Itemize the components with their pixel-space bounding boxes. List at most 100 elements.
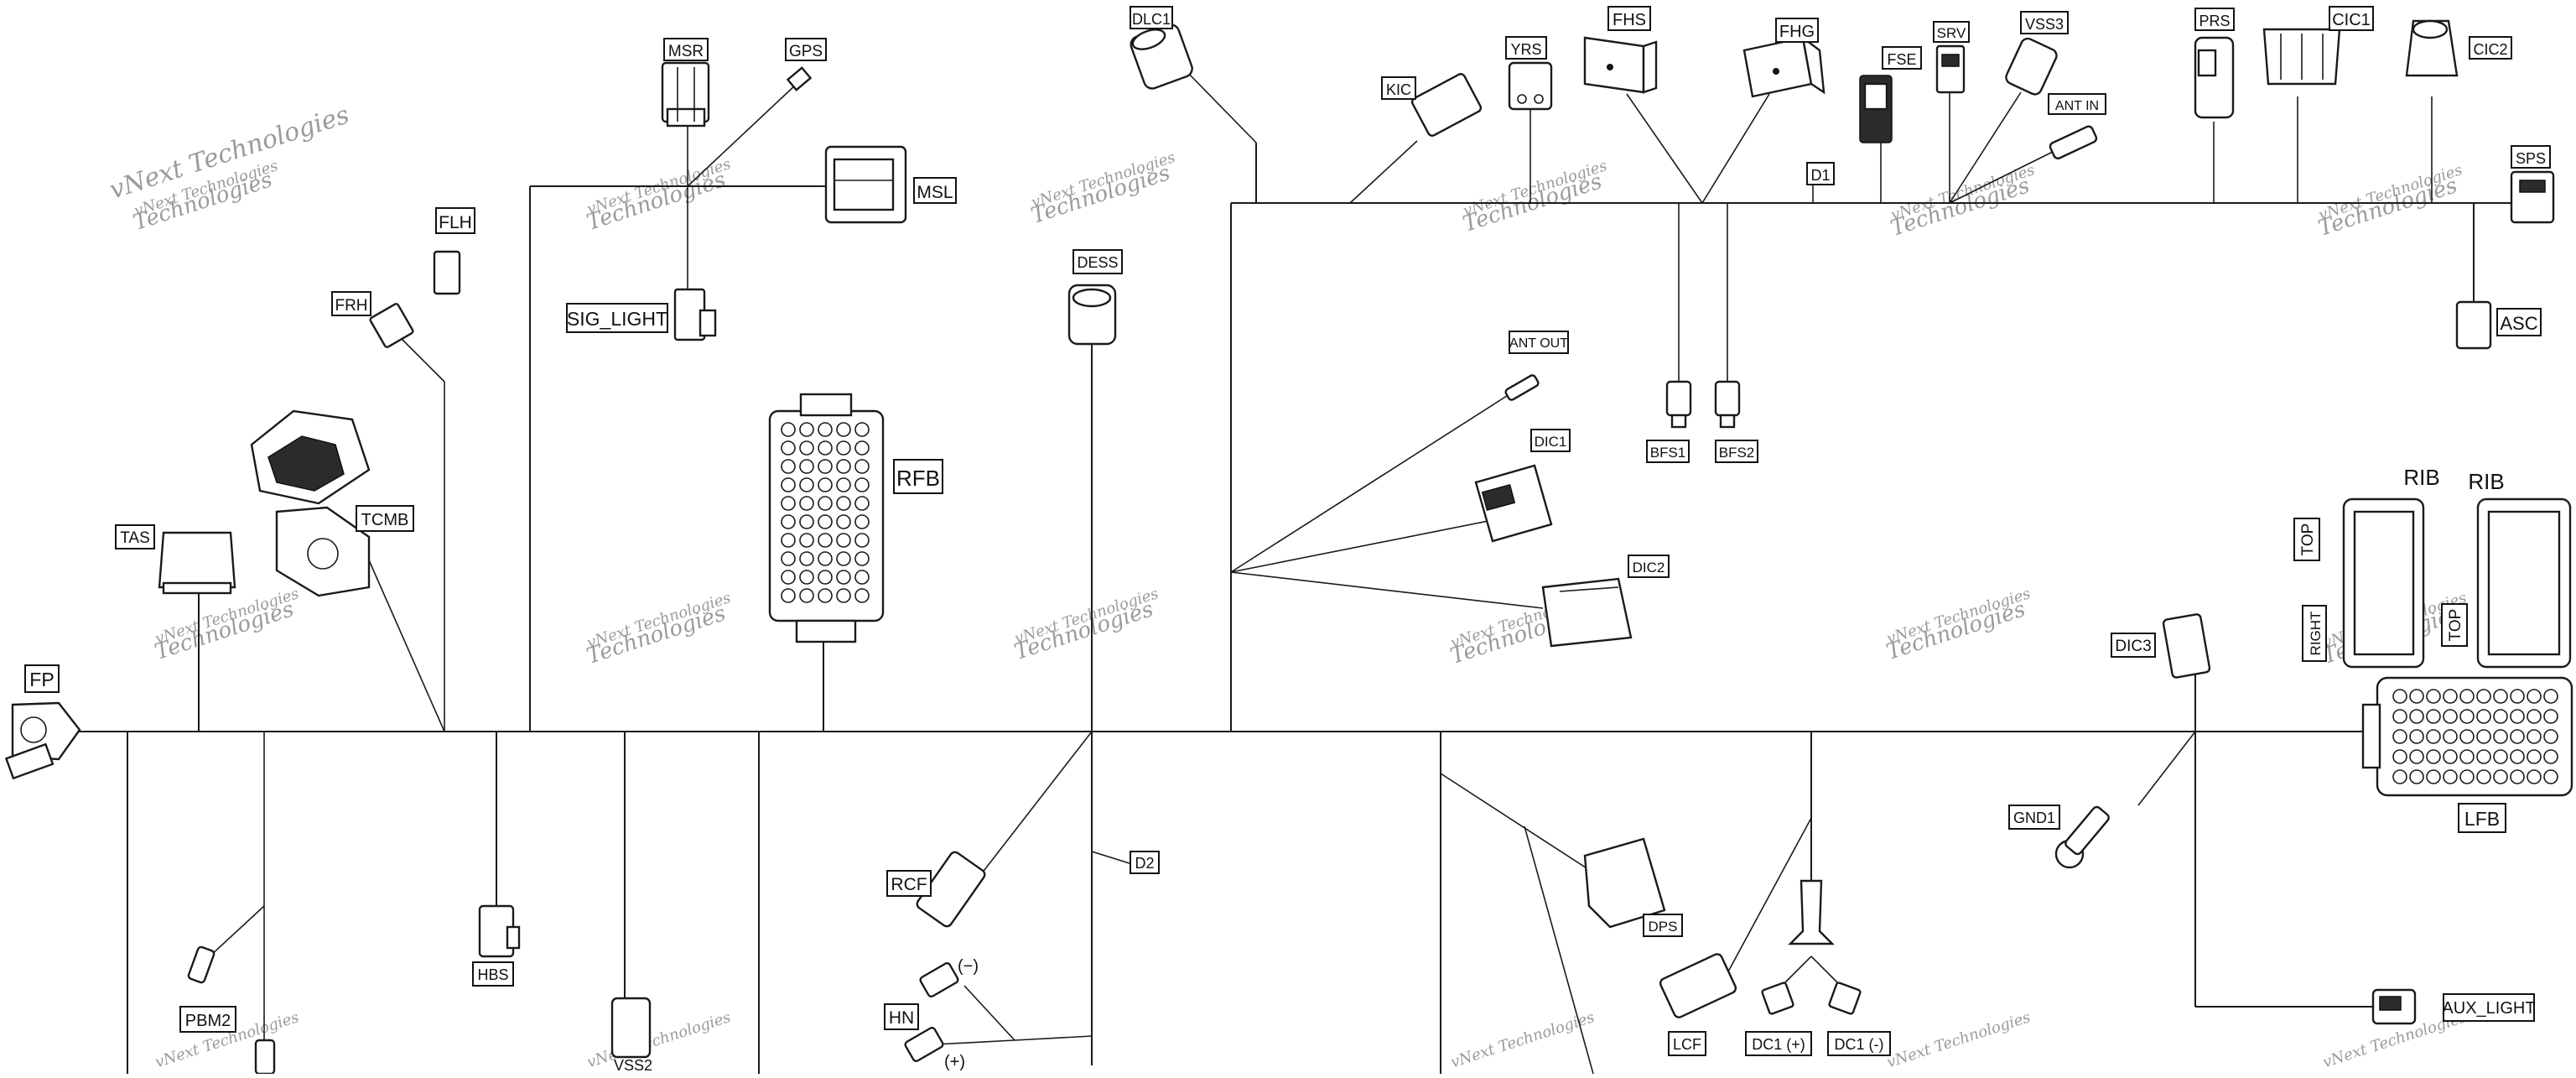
watermark: vNext Technologies Technologies xyxy=(152,585,301,665)
connector-shapes xyxy=(4,19,2573,1075)
label-aux-light: AUX_LIGHT xyxy=(2442,993,2536,1022)
fuse-slot xyxy=(2510,749,2525,764)
label-srv: SRV xyxy=(1933,21,1970,43)
fuse-slot xyxy=(2392,729,2407,744)
fuse-slot xyxy=(799,551,814,566)
svg-text:(−): (−) xyxy=(958,957,979,976)
fuse-slot xyxy=(799,459,814,474)
fuse-slot xyxy=(2459,709,2475,724)
svg-text:vNext Technologies: vNext Technologies xyxy=(585,1008,734,1071)
label-yrs: YRS xyxy=(1505,36,1547,60)
fuse-slot xyxy=(836,440,851,456)
label-frh: FRH xyxy=(331,291,371,316)
label-lfb: LFB xyxy=(2458,803,2506,833)
fuse-slot xyxy=(2443,709,2458,724)
label-fhs: FHS xyxy=(1607,6,1651,31)
cic1-connector-icon xyxy=(2262,28,2341,86)
bfs2-connector-icon xyxy=(1714,380,1741,429)
label-lcf: LCF xyxy=(1668,1031,1706,1056)
harness-wires xyxy=(59,66,2516,1075)
svg-text:FRH: FRH xyxy=(335,297,367,315)
svg-text:DLC1: DLC1 xyxy=(1132,11,1171,28)
fuse-slot xyxy=(2476,749,2491,764)
label-hn-minus: (−) xyxy=(958,957,979,976)
label-hbs: HBS xyxy=(472,961,514,987)
fuse-slot xyxy=(2493,749,2508,764)
fhs-connector-icon xyxy=(1583,36,1658,94)
dps-connector-icon xyxy=(1583,837,1666,929)
label-fse: FSE xyxy=(1882,46,1922,70)
fuse-slot xyxy=(854,440,870,456)
fuse-slot xyxy=(2459,729,2475,744)
fuse-slot xyxy=(2543,689,2558,704)
fuse-slot xyxy=(854,551,870,566)
fuse-slot xyxy=(2426,689,2441,704)
fuse-slot xyxy=(2392,749,2407,764)
label-asc: ASC xyxy=(2496,308,2542,336)
fuse-slot xyxy=(854,533,870,548)
label-bfs1: BFS1 xyxy=(1646,440,1690,463)
fuse-slot xyxy=(2443,769,2458,784)
dic3-connector-icon xyxy=(2162,613,2211,679)
svg-text:RFB: RFB xyxy=(896,466,940,491)
watermark: vNext Technologies Technologies xyxy=(1028,148,1177,229)
svg-text:DC1 (+): DC1 (+) xyxy=(1752,1036,1805,1053)
asc-connector-icon xyxy=(2455,300,2492,350)
fuse-slot xyxy=(818,551,833,566)
rib-left-module-icon xyxy=(2342,497,2425,669)
label-dlc1: DLC1 xyxy=(1130,6,1173,29)
fuse-slot xyxy=(854,459,870,474)
svg-text:YRS: YRS xyxy=(1510,41,1541,58)
fuse-slot xyxy=(2476,689,2491,704)
label-kic: KIC xyxy=(1381,76,1416,100)
svg-text:ANT IN: ANT IN xyxy=(2055,99,2099,113)
label-cic2: CIC2 xyxy=(2469,36,2512,60)
fuse-slot xyxy=(2543,729,2558,744)
label-gps: GPS xyxy=(785,38,827,61)
rib-right-module-icon xyxy=(2476,497,2572,669)
fuse-slot xyxy=(836,588,851,603)
fuse-slot xyxy=(799,533,814,548)
dic2-connector-icon xyxy=(1541,577,1633,648)
fuse-slot xyxy=(781,551,796,566)
fuse-slot xyxy=(836,496,851,511)
fuse-slot xyxy=(818,477,833,492)
label-dps: DPS xyxy=(1643,914,1683,937)
label-dic1: DIC1 xyxy=(1530,429,1571,452)
svg-text:MSL: MSL xyxy=(917,183,953,202)
label-rib-left: RIB xyxy=(2403,465,2439,490)
fuse-slot xyxy=(2493,709,2508,724)
prs-connector-icon xyxy=(2194,36,2235,119)
label-top-right: TOP xyxy=(2441,603,2468,647)
svg-text:LCF: LCF xyxy=(1673,1036,1701,1053)
label-dc1-plus: DC1 (+) xyxy=(1745,1031,1812,1056)
fuse-slot xyxy=(2543,769,2558,784)
watermark: vNext Technologies Technologies xyxy=(2315,161,2464,242)
flh-connector-icon xyxy=(433,250,461,295)
rcf-connector-icon xyxy=(916,851,986,928)
label-tcmb: TCMB xyxy=(356,505,414,532)
fuse-slot xyxy=(818,422,833,437)
watermark: vNext Technologies xyxy=(1449,1008,1597,1071)
label-fhg: FHG xyxy=(1775,18,1819,43)
rfb-fusebox-icon xyxy=(768,393,885,643)
fuse-slot xyxy=(799,570,814,585)
label-hn-plus: (+) xyxy=(944,1053,965,1071)
svg-text:DIC2: DIC2 xyxy=(1633,560,1665,575)
sps-connector-icon xyxy=(2510,170,2555,224)
label-dic3: DIC3 xyxy=(2111,633,2156,658)
fuse-slot xyxy=(2493,689,2508,704)
watermark: vNext Technologies Technologies xyxy=(1011,585,1161,665)
fuse-slot xyxy=(2426,769,2441,784)
fuse-slot xyxy=(781,588,796,603)
fuse-slot xyxy=(2476,729,2491,744)
svg-text:SRV: SRV xyxy=(1937,25,1966,41)
fuse-slot xyxy=(2476,769,2491,784)
vss2-connector-icon xyxy=(610,997,652,1059)
yrs-connector-icon xyxy=(1508,61,1553,111)
svg-text:FLH: FLH xyxy=(439,213,472,232)
fuse-slot xyxy=(799,496,814,511)
svg-text:RIB: RIB xyxy=(2403,465,2439,490)
svg-text:TOP: TOP xyxy=(2299,523,2317,556)
fuse-slot xyxy=(2493,729,2508,744)
